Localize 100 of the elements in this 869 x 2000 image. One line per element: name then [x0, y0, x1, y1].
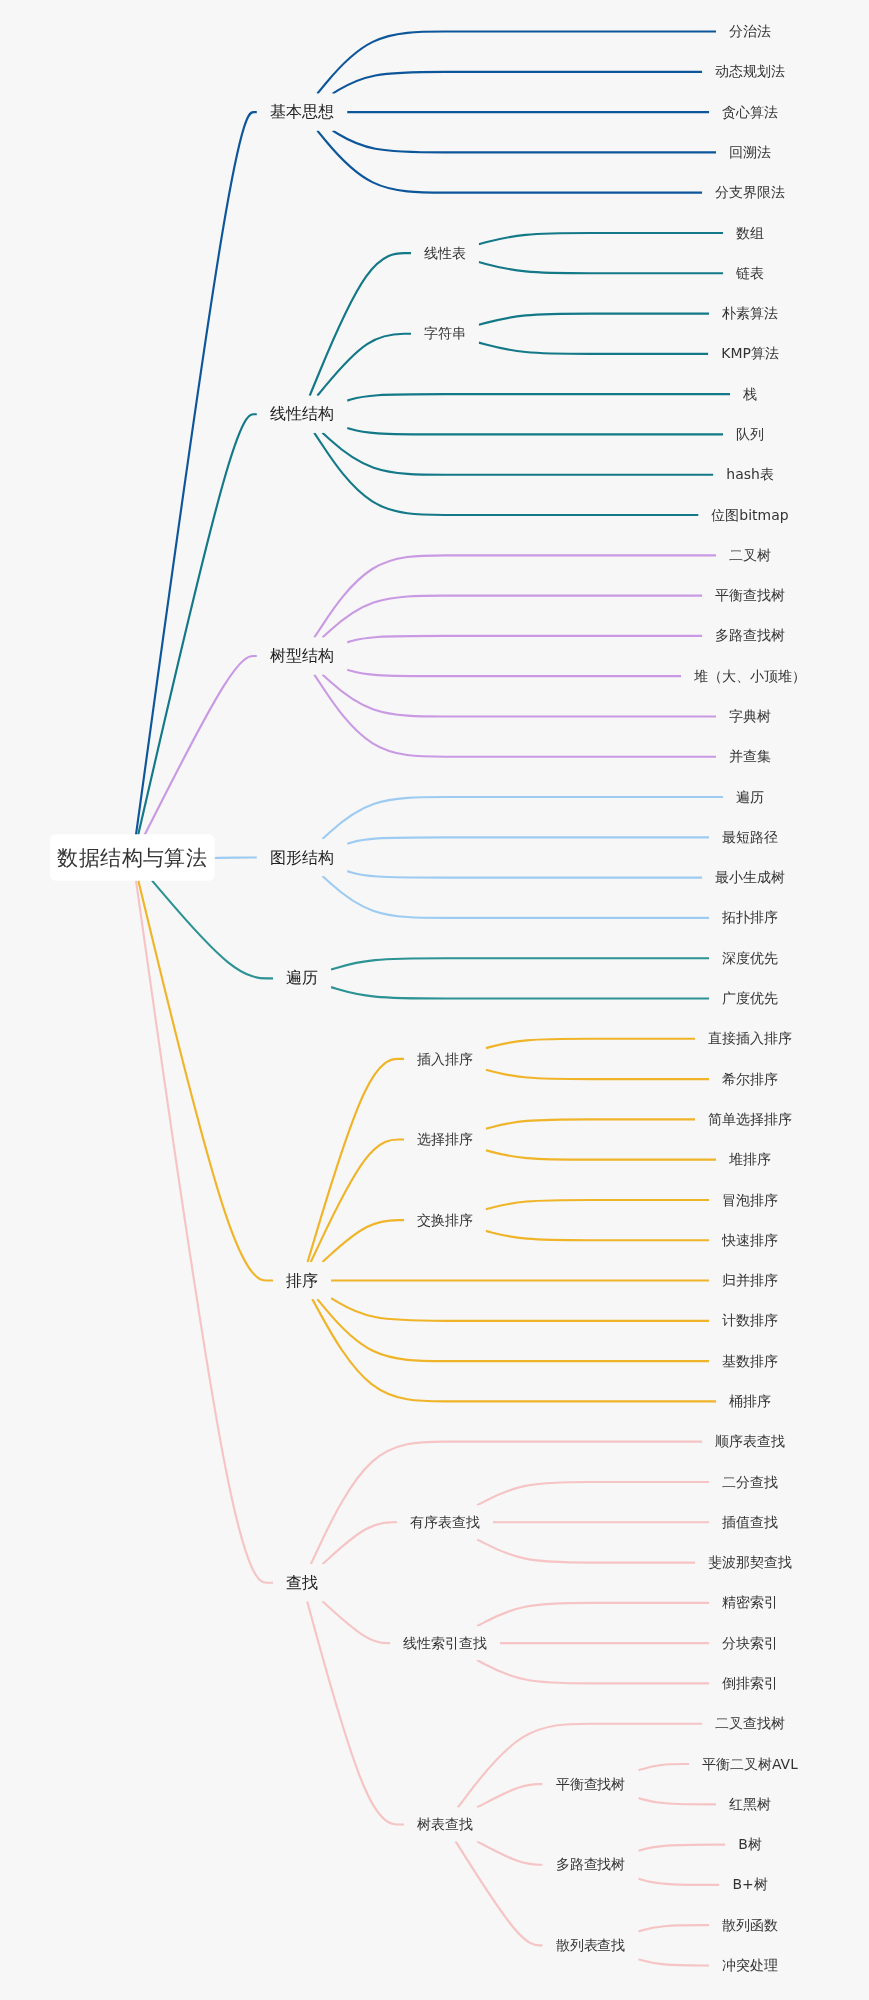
connector: [134, 111, 257, 836]
connector: [134, 880, 273, 1584]
connector: [637, 1762, 689, 1772]
node-text: 斐波那契查找: [707, 1554, 792, 1571]
node-text: 分治法: [728, 23, 771, 40]
node-text: 倒排索引: [721, 1675, 778, 1692]
node-text: 计数排序: [721, 1312, 778, 1329]
node-text: B+树: [732, 1876, 768, 1893]
connector: [306, 1057, 404, 1263]
node-text: 插值查找: [721, 1513, 778, 1531]
connector: [321, 673, 716, 718]
connector: [476, 1601, 709, 1628]
connector: [321, 432, 714, 476]
node-text: 插入排序: [416, 1050, 473, 1067]
node-text: 数组: [735, 224, 764, 241]
node-text: 简单选择排序: [707, 1111, 792, 1128]
connector: [485, 1229, 709, 1242]
node-text: 动态规划法: [714, 63, 785, 80]
connector: [311, 1298, 716, 1403]
node-text: 并查集: [728, 748, 771, 765]
node-text: 希尔排序: [721, 1070, 778, 1087]
connector: [637, 1924, 709, 1933]
connector: [316, 30, 716, 95]
node-text: KMP算法: [721, 345, 779, 362]
connector: [330, 1297, 709, 1322]
node-text: 堆排序: [728, 1151, 771, 1168]
node-text: 遍历: [735, 788, 764, 805]
connector: [308, 252, 411, 397]
connector: [476, 1840, 543, 1866]
connector: [476, 1659, 709, 1685]
connector: [478, 231, 723, 246]
node-text: 桶排序: [728, 1393, 771, 1410]
node-text: 链表: [735, 264, 764, 282]
connector: [214, 856, 257, 860]
connector: [313, 673, 716, 758]
connector: [330, 957, 709, 971]
node-text: 散列表查找: [555, 1936, 626, 1954]
node-text: 多路查找树: [555, 1856, 626, 1873]
connector: [476, 1783, 543, 1809]
node-text: B树: [738, 1836, 762, 1853]
connector: [321, 594, 702, 639]
node-text: 红黑树: [728, 1795, 771, 1813]
node-text: 线性索引查找: [402, 1634, 487, 1651]
connector: [346, 111, 709, 114]
node-text: 位图bitmap: [711, 506, 789, 523]
connector: [321, 1219, 404, 1263]
connector: [313, 554, 716, 639]
connector: [485, 1037, 696, 1050]
connector: [476, 1538, 696, 1564]
node-text: 朴素算法: [721, 305, 778, 322]
node-text: 栈: [742, 385, 757, 402]
node-text: 拓扑排序: [721, 909, 778, 926]
node-text: 基本思想: [269, 102, 335, 122]
connector: [499, 1642, 709, 1645]
connector: [313, 432, 699, 517]
node-text: 分块索引: [721, 1634, 778, 1651]
node-text: 回溯法: [728, 144, 771, 161]
connector: [346, 870, 702, 879]
node-text: 二叉树: [728, 546, 771, 564]
node-text: 最短路径: [721, 829, 778, 846]
node-text: 查找: [285, 1572, 318, 1593]
connector: [331, 70, 702, 95]
connector: [321, 795, 723, 840]
node-text: 字符串: [423, 325, 466, 342]
connector: [346, 393, 730, 402]
connector: [321, 1600, 390, 1645]
connector: [316, 129, 702, 194]
node-text: 平衡二叉树AVL: [701, 1755, 798, 1772]
connector: [309, 1138, 404, 1263]
node-text: 散列函数: [721, 1916, 778, 1933]
node-text: 分支界限法: [714, 184, 785, 201]
node-text: 贪心算法: [721, 103, 778, 120]
connector: [485, 1118, 696, 1130]
connector: [346, 634, 702, 644]
node-text: hash表: [726, 466, 774, 483]
node-text: 二叉查找树: [714, 1715, 785, 1732]
node-text: 堆（大、小顶堆）: [693, 667, 806, 684]
node-text: 排序: [285, 1270, 318, 1290]
node-text: 平衡查找树: [714, 587, 785, 604]
node-text: 图形结构: [269, 847, 335, 867]
node-text: 冒泡排序: [721, 1191, 778, 1208]
node-text: 顺序表查找: [714, 1433, 785, 1450]
connector: [316, 332, 411, 397]
node-text: 广度优先: [721, 990, 778, 1007]
connector: [316, 1298, 709, 1363]
node-text: 多路查找树: [714, 627, 785, 644]
node-text: 字典树: [728, 708, 771, 725]
node-text: 遍历: [285, 968, 318, 988]
node-text: 有序表查找: [409, 1513, 480, 1531]
node-text: 最小生成树: [714, 869, 785, 886]
node-text: 直接插入排序: [707, 1030, 792, 1047]
connector: [309, 1440, 702, 1565]
connector: [476, 1480, 709, 1507]
node-text: 归并排序: [721, 1272, 778, 1289]
connector: [346, 668, 682, 678]
connector: [137, 880, 273, 1282]
connector: [492, 1521, 709, 1524]
node-text: 交换排序: [416, 1211, 473, 1228]
connector: [143, 654, 257, 836]
connector: [346, 426, 723, 436]
